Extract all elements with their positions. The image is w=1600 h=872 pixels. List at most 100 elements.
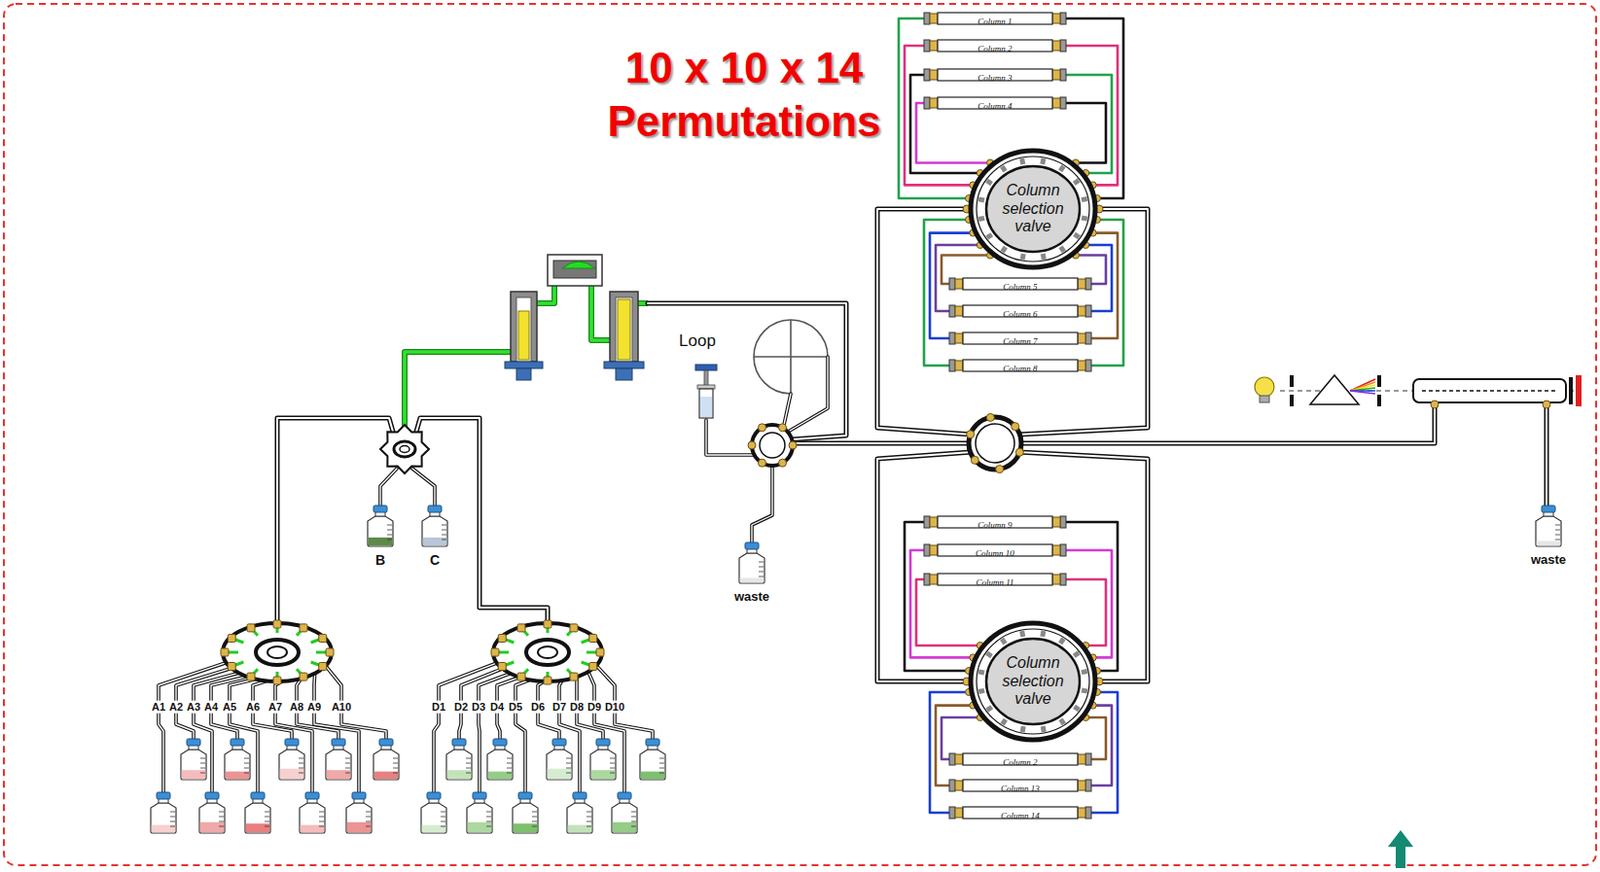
brass-fitting [995,465,1004,474]
bottle-body [640,749,666,781]
mobile-phase-line [536,284,555,304]
chromatography-column: Column 5 [949,276,1092,292]
brass-fitting [1015,448,1024,457]
bottle-liquid [488,772,513,781]
valve-port [978,217,985,219]
bottle-body [150,803,177,834]
selector-rotor-center [537,646,558,659]
bottle-graduation [345,758,351,760]
bottle-cap [427,505,442,513]
column-nut [1085,780,1092,792]
bottle-graduation [506,763,512,765]
mobile-phase-line [536,284,555,304]
bottle-liquid [300,825,325,834]
valve-rotor [986,166,1080,252]
brass-fitting [929,574,938,585]
column-nut [924,516,930,529]
solvent-port-label: D4 [488,701,506,714]
brass-fitting [1052,517,1061,528]
valve-port [987,707,993,711]
brass-fitting [543,620,552,629]
syringe-barrel [699,389,713,419]
column-label: Column 8 [1002,360,1037,377]
column-label: Column 6 [1002,306,1037,322]
pump-plunger [617,299,631,360]
brass-fitting [1430,400,1439,409]
valve-port [978,672,985,674]
bottle-graduation [345,768,351,770]
bottle-graduation [170,821,176,823]
column-label: Column 2 [1002,754,1037,771]
brass-fitting [1077,306,1086,317]
lamp-base [1259,395,1270,403]
dispersed-light [1350,388,1376,392]
solvent-line [416,418,548,624]
mobile-phase-line [591,284,610,341]
tubing [877,452,972,682]
slit [1377,375,1382,388]
mobile-phase-line [404,352,511,428]
tubing [783,393,791,426]
solvent-port-label: D1 [429,701,448,714]
chromatography-column: Column 8 [949,357,1092,374]
bottle-graduation [609,773,615,775]
solvent-port-label: A7 [266,701,285,714]
brass-fitting [569,673,578,681]
pump-base [604,361,644,369]
valve-port [978,199,985,201]
bottle-graduation [440,826,446,828]
brass-fitting [929,98,938,108]
valve-port [1042,158,1044,165]
column-label: Column 2 [977,40,1012,57]
brass-fitting [955,279,963,289]
detector-slit [1568,377,1573,405]
solvent-port-label: A5 [220,701,239,714]
gradient-valve [380,425,429,474]
bottle-cap [552,739,567,747]
bottle-liquid [326,770,352,780]
bottle-graduation [218,812,224,814]
brass-fitting [1077,808,1086,818]
bottle-graduation [392,768,398,770]
bottle-liquid [200,822,225,834]
selector-rotor [255,640,299,666]
selector-valve-body [222,623,332,682]
bottle-body [367,516,393,547]
valve-label: Column selection valve [991,654,1075,709]
column-nut [949,278,956,290]
solvent-bottle [422,505,448,547]
bottle-cap [518,792,533,800]
solvent-bottle [590,739,616,781]
brass-fitting [955,306,963,317]
column-label: Column 13 [1000,781,1040,797]
bottle-graduation [586,821,592,823]
brass-fitting [247,673,255,681]
column-nut [1060,69,1067,81]
tubing [751,464,773,543]
bottle-graduation [365,821,371,823]
bottle-graduation [200,763,206,765]
bottle-cap [230,739,245,747]
bottle-graduation [218,826,224,828]
valve-port [1042,726,1044,733]
selector-rotor [526,640,569,666]
bottle-graduation [440,821,446,823]
bottle-graduation [218,817,224,818]
valve-stator [970,623,1096,741]
column-label: Column 5 [1002,279,1037,295]
column-tubing [929,692,969,814]
bottle-liquid [740,578,765,584]
bottle-body [567,803,593,834]
brass-fitting [955,754,963,765]
valve-port [1060,166,1064,172]
column-label: Column 4 [977,98,1012,114]
valve-port [986,180,992,184]
column-tubing [1066,103,1106,163]
column-tubing [1091,692,1118,814]
tubing [877,209,972,435]
bottle-graduation [440,817,446,818]
bottle-liquid [368,537,393,546]
column-nut [924,69,930,81]
bottle-liquid [374,772,399,781]
